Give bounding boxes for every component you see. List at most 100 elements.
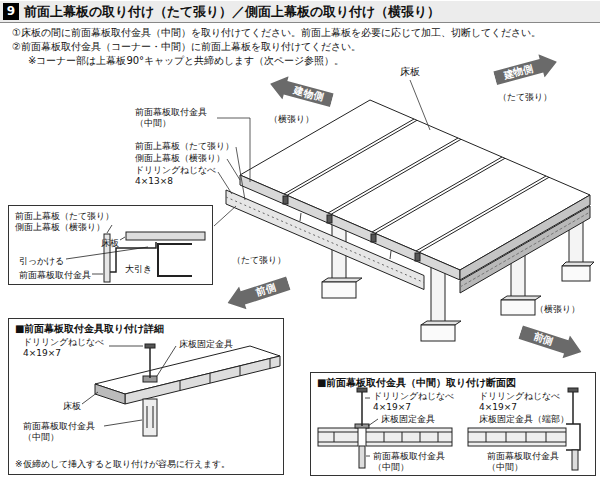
leader-lines xyxy=(236,147,245,200)
part-label: 前面幕板取付金具 （中間） xyxy=(373,451,453,473)
deck-floor xyxy=(460,195,590,280)
arrow-shape xyxy=(517,321,585,364)
panel-heading: ■前面幕板取付金具（中間）取り付け断面図 xyxy=(317,377,516,389)
deck-floor xyxy=(240,100,590,280)
deck-posts xyxy=(421,325,455,341)
leader-lines xyxy=(227,159,240,180)
arrow-shape xyxy=(492,50,560,90)
part-label: 床板 xyxy=(400,66,420,78)
section-drawing xyxy=(438,432,439,442)
deck-floor xyxy=(331,139,461,214)
header-band xyxy=(0,22,600,23)
note: ※コーナー部は上幕板90°キャップと共締めします（次ページ参照）。 xyxy=(28,55,344,67)
section-drawing xyxy=(318,432,358,433)
section-drawing xyxy=(526,432,527,442)
detail-drawing xyxy=(180,381,181,391)
section-drawing xyxy=(318,442,358,443)
part-label: 床板 xyxy=(63,401,81,412)
part-label: 前面幕板取付金具 （中間） xyxy=(23,421,103,443)
section-drawing xyxy=(334,432,335,442)
leader-lines xyxy=(410,80,430,130)
arrow-shape xyxy=(267,72,335,112)
deck-floor xyxy=(372,157,502,232)
part-label: ドリリングねじなべ 4×19×7 xyxy=(373,391,458,413)
part-label: 床板固定金具（端部） xyxy=(479,414,569,425)
direction-label: 建物側 xyxy=(492,54,545,90)
part-label: 引っかける xyxy=(19,256,64,267)
deck-posts xyxy=(322,282,356,298)
part-label: 前面幕板取付金具 （中間） xyxy=(487,451,567,473)
part-label: 床板固定金具 xyxy=(179,339,233,350)
arrow-shape xyxy=(224,272,292,315)
part-label: ドリリングねじなべ 4×19×7 xyxy=(23,337,108,359)
arrow-body: 建物側 xyxy=(267,72,335,112)
note: ※仮締めして挿入すると取り付けが容易に行えます。 xyxy=(15,459,230,470)
instruction: ①床板の間に前面幕板取付金具（中間）を取り付けてください。前面上幕板を必要に応じ… xyxy=(12,27,541,39)
section-drawing xyxy=(318,428,358,446)
section-drawing xyxy=(361,392,363,426)
deck-floor xyxy=(287,120,417,195)
part-label: 床板 xyxy=(101,238,119,249)
section-drawing xyxy=(357,388,367,392)
part-label: 床板固定金具 xyxy=(381,414,435,425)
section-drawing xyxy=(568,388,578,392)
side-fascia-panel xyxy=(460,206,590,293)
deck-floor xyxy=(284,119,414,194)
detail-drawing xyxy=(109,346,143,347)
deck-posts xyxy=(421,321,461,325)
section-drawing xyxy=(486,432,487,442)
section-drawing xyxy=(365,398,370,399)
deck-posts xyxy=(562,262,594,266)
section-drawing xyxy=(566,424,580,450)
detail-drawing xyxy=(149,348,151,378)
section-drawing xyxy=(384,432,385,442)
arrow-body: 建物側 xyxy=(492,50,560,90)
section-drawing xyxy=(468,442,566,443)
section-drawing xyxy=(368,419,378,426)
deck-posts xyxy=(562,266,590,281)
detail-drawing xyxy=(270,359,271,369)
section-drawing xyxy=(572,392,574,424)
detail-drawing xyxy=(82,344,280,436)
front-fascia-panel xyxy=(226,197,424,283)
deck-floor xyxy=(375,158,505,233)
detail-drawing xyxy=(95,384,125,404)
detail-box: ■前面幕板取付金具取り付け詳細ドリリングねじなべ 4×19×7床板固定金具床板前… xyxy=(8,318,284,475)
step-number-box: 9 xyxy=(3,3,19,20)
inset-drawing xyxy=(126,232,205,240)
detail-drawing xyxy=(82,392,98,404)
inset-drawing xyxy=(158,244,192,276)
detail-drawing xyxy=(157,346,176,376)
deck-floor xyxy=(415,253,420,261)
part-label: ドリリングねじなべ 4×13×8 xyxy=(135,165,220,187)
detail-drawing xyxy=(125,356,280,404)
deck-posts xyxy=(501,296,541,300)
deck-floor xyxy=(328,138,458,213)
inset-drawing xyxy=(107,225,112,233)
arrow-body: 前側 xyxy=(224,272,292,315)
header-band xyxy=(0,1,600,23)
inset-drawing xyxy=(92,274,103,275)
part-label: 前面上幕板（たて張り） xyxy=(15,211,114,222)
detail-drawing xyxy=(153,406,154,428)
detail-drawing xyxy=(210,373,211,383)
section-drawing xyxy=(506,432,507,442)
detail-drawing xyxy=(104,420,142,426)
part-label: ドリリングねじなべ 4×19×7 xyxy=(479,391,564,413)
step-number: 9 xyxy=(3,4,19,18)
direction-note: （横張り） xyxy=(535,304,580,315)
section-box: ■前面幕板取付金具（中間）取り付け断面図ドリリングねじなべ 4×19×7床板固定… xyxy=(310,372,596,476)
section-drawing xyxy=(366,442,452,443)
section-drawing xyxy=(420,432,421,442)
deck-floor xyxy=(283,196,288,204)
instruction: ②前面幕板取付金具（コーナー・中間）に前面上幕板を取り付けてください。 xyxy=(12,41,361,53)
section-drawing xyxy=(402,432,403,442)
direction-arrow: （たて張り）前側 xyxy=(222,255,294,307)
detail-drawing xyxy=(145,344,155,348)
inset-drawing xyxy=(66,247,148,259)
front-fascia-panel xyxy=(300,213,301,221)
deck-posts xyxy=(501,300,535,315)
section-drawing xyxy=(546,432,547,442)
part-label: 大引き xyxy=(125,264,152,275)
